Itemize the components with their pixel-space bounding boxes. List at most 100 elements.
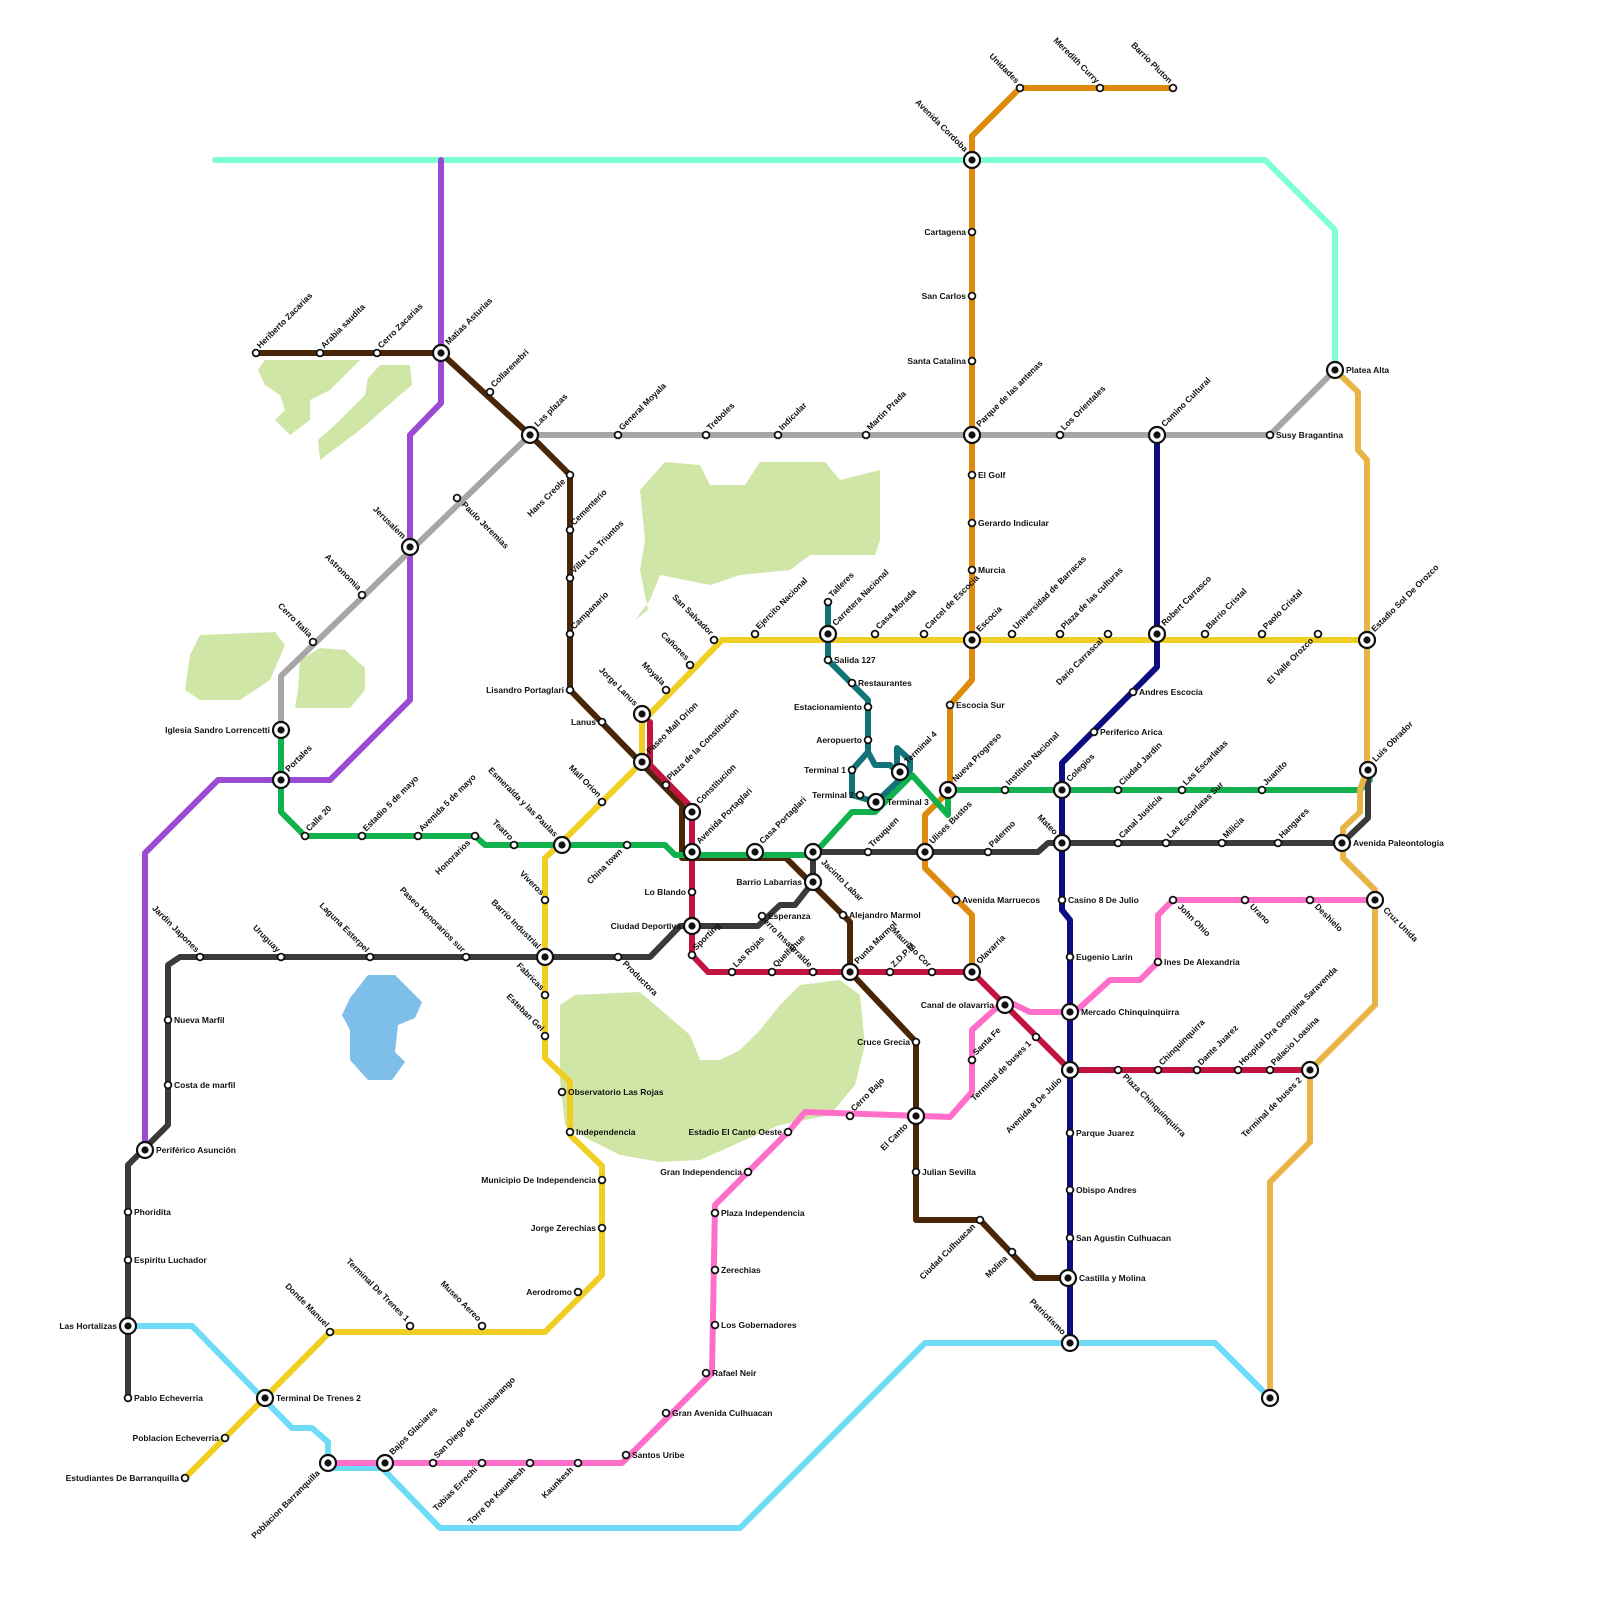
station[interactable]: Gerardo Indicular (967, 518, 1050, 528)
station[interactable]: Costa de marfil (163, 1080, 236, 1090)
station-marker[interactable] (621, 1450, 631, 1460)
station-marker[interactable] (855, 790, 865, 800)
station-marker[interactable] (540, 895, 550, 905)
station-marker[interactable] (863, 702, 873, 712)
station[interactable]: Gran Independencia (660, 1167, 753, 1177)
interchange-station[interactable]: Terminal de buses 2 (1239, 1060, 1320, 1139)
station[interactable]: Periferico Arica (1089, 727, 1163, 737)
station-marker[interactable] (1161, 838, 1171, 848)
station-marker[interactable] (485, 387, 495, 397)
station-marker[interactable] (743, 1167, 753, 1177)
station-marker[interactable] (709, 635, 719, 645)
station-marker[interactable] (967, 227, 977, 237)
station[interactable]: Mall Orion (567, 763, 607, 807)
interchange-station[interactable]: Jorge Lanus (597, 665, 652, 724)
station[interactable]: Phoridita (123, 1207, 172, 1217)
station-marker[interactable] (767, 967, 777, 977)
station[interactable]: Zerechias (710, 1265, 761, 1275)
station[interactable]: Esperanza (757, 911, 811, 921)
line-yellow[interactable] (182, 637, 1373, 1481)
station-marker[interactable] (967, 356, 977, 366)
station-marker[interactable] (919, 629, 929, 639)
station-marker[interactable] (470, 831, 480, 841)
station-marker[interactable] (870, 629, 880, 639)
station[interactable]: Productora (613, 952, 661, 998)
station[interactable]: Casino 8 De Julio (1057, 895, 1139, 905)
station-marker[interactable] (509, 840, 519, 850)
station[interactable]: Astronomia (323, 552, 367, 600)
station-marker[interactable] (911, 1037, 921, 1047)
station[interactable]: Rafael Neir (701, 1368, 758, 1378)
interchange-station[interactable]: Mercado Chinquinquirra (1060, 1002, 1180, 1022)
station[interactable]: Susy Bragantina (1265, 430, 1344, 440)
station-marker[interactable] (1000, 785, 1010, 795)
station-marker[interactable] (565, 470, 575, 480)
station[interactable]: Cerro Insaurralde (757, 912, 818, 977)
station-marker[interactable] (783, 1127, 793, 1137)
station-marker[interactable] (1065, 952, 1075, 962)
station[interactable]: San Carlos (922, 291, 977, 301)
station[interactable]: Estudiantes De Barranquilla (66, 1473, 190, 1483)
station-marker[interactable] (863, 847, 873, 857)
station[interactable]: Villa Los Triuntos (565, 518, 626, 583)
station-marker[interactable] (308, 637, 318, 647)
interchange-station[interactable]: Barrio Labarrias (736, 872, 823, 892)
station[interactable]: El Golf (967, 470, 1006, 480)
interchange-station[interactable]: Iglesia Sandro Lorrencetti (165, 720, 291, 740)
station[interactable]: Avenida 5 de mayo (413, 772, 478, 841)
station[interactable]: Arabia saudita (315, 302, 368, 358)
station[interactable]: Campanario (565, 589, 611, 639)
station[interactable]: Unidades (987, 51, 1025, 93)
station-marker[interactable] (1095, 83, 1105, 93)
line-skyblue[interactable] (125, 1323, 1273, 1531)
station[interactable]: Instituto Nacional (1000, 730, 1061, 795)
station-marker[interactable] (1168, 83, 1178, 93)
station-marker[interactable] (1031, 1032, 1041, 1042)
station-marker[interactable] (945, 700, 955, 710)
station-marker[interactable] (573, 1287, 583, 1297)
station[interactable]: Nueva Marfil (163, 1015, 225, 1025)
station-marker[interactable] (597, 797, 607, 807)
station[interactable]: Donde Manuel (283, 1281, 335, 1337)
station-marker[interactable] (951, 895, 961, 905)
station-marker[interactable] (1103, 629, 1113, 639)
station-marker[interactable] (845, 1111, 855, 1121)
station-marker[interactable] (710, 1265, 720, 1275)
station[interactable]: Terminal 1 (804, 765, 857, 775)
station-marker[interactable] (613, 430, 623, 440)
station-marker[interactable] (300, 831, 310, 841)
station[interactable]: Salida 127 (823, 655, 876, 665)
station-marker[interactable] (163, 1080, 173, 1090)
station[interactable]: Paolo Cristal (1257, 587, 1305, 639)
station[interactable]: Poblacion Echeverria (133, 1433, 230, 1443)
interchange-station[interactable]: Parque de las antenas (962, 358, 1045, 445)
station-marker[interactable] (573, 1458, 583, 1468)
station-marker[interactable] (1265, 1065, 1275, 1075)
station[interactable]: Barrio Pluton (1129, 40, 1178, 93)
station[interactable]: Moyala (640, 660, 671, 695)
station-marker[interactable] (1153, 1065, 1163, 1075)
station-marker[interactable] (757, 911, 767, 921)
station[interactable]: Espiritu Luchador (123, 1255, 208, 1265)
station-marker[interactable] (357, 590, 367, 600)
station[interactable]: Aerodromo (526, 1287, 583, 1297)
station-marker[interactable] (372, 348, 382, 358)
station-marker[interactable] (661, 1408, 671, 1418)
station-marker[interactable] (1265, 430, 1275, 440)
station[interactable]: Julian Sevilla (911, 1167, 977, 1177)
interchange-station[interactable]: Ciudad Deportiva (611, 916, 702, 936)
station[interactable]: Jardin Japones (150, 903, 205, 962)
station-marker[interactable] (597, 1175, 607, 1185)
station[interactable]: Gran Avenida Culhuacan (661, 1408, 773, 1418)
station-marker[interactable] (1065, 1185, 1075, 1195)
station-marker[interactable] (710, 1208, 720, 1218)
station[interactable]: Meredith Curry (1052, 35, 1105, 93)
station[interactable]: Cerro Zacarias (372, 301, 425, 358)
interchange-station[interactable]: Poblacion Barranquilla (249, 1453, 338, 1541)
station-marker[interactable] (1065, 1128, 1075, 1138)
station-marker[interactable] (413, 831, 423, 841)
station-marker[interactable] (1007, 1247, 1017, 1257)
station-marker[interactable] (727, 967, 737, 977)
station-marker[interactable] (863, 735, 873, 745)
station[interactable]: Aeropuerto (816, 735, 873, 745)
